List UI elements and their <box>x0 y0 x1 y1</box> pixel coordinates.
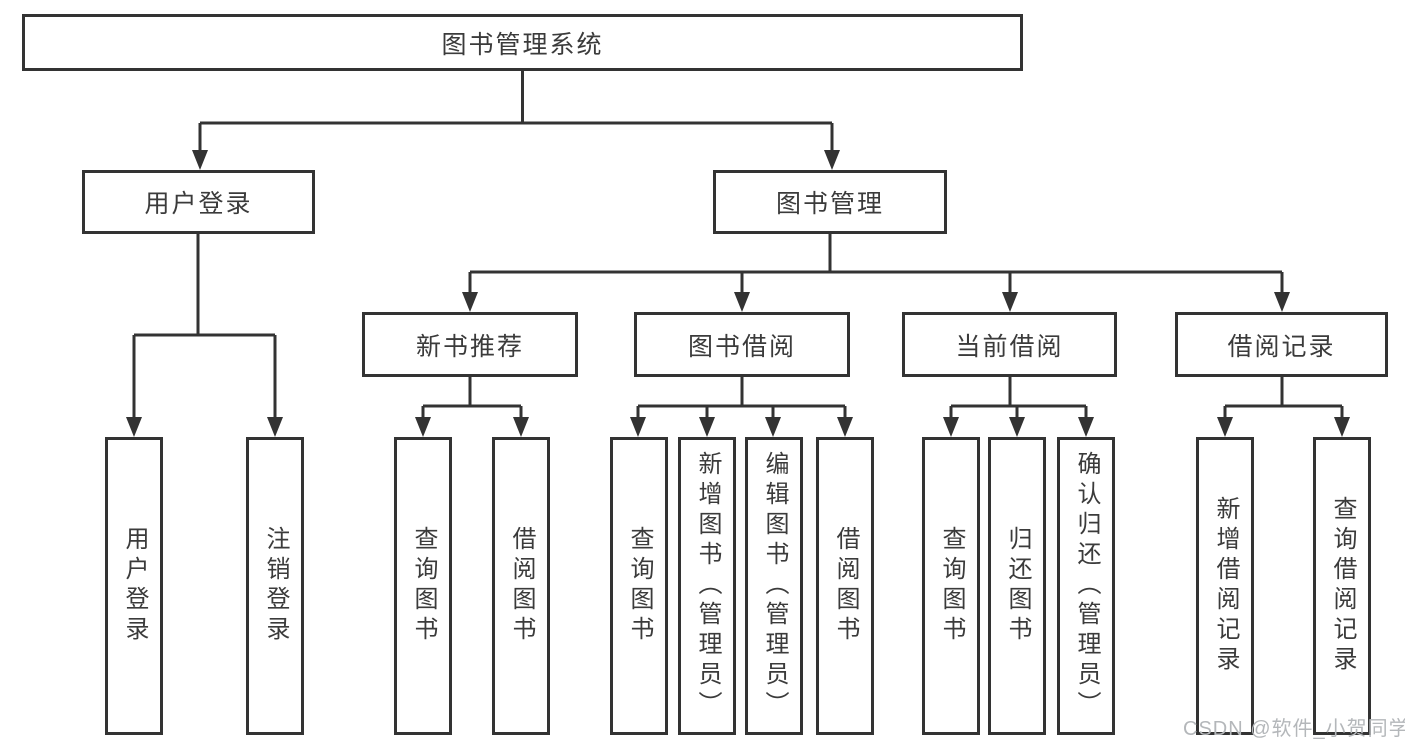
node-borrow-records-label: 借阅记录 <box>1227 332 1336 361</box>
leaf-query-books-borrowing-label: 查询图书 <box>626 526 653 646</box>
leaf-query-borrow-record: 查询借阅记录 <box>1313 437 1371 735</box>
node-user-login: 用户登录 <box>82 170 315 234</box>
leaf-return-books: 归还图书 <box>988 437 1046 735</box>
node-root-system: 图书管理系统 <box>22 14 1023 71</box>
leaf-edit-books-admin-label: 编辑图书（管理员） <box>761 451 788 721</box>
leaf-borrow-books-recommend: 借阅图书 <box>492 437 550 735</box>
leaf-add-borrow-record: 新增借阅记录 <box>1196 437 1254 735</box>
leaf-query-borrow-record-label: 查询借阅记录 <box>1329 496 1356 676</box>
node-current-borrowing-label: 当前借阅 <box>955 332 1064 361</box>
leaf-user-login: 用户登录 <box>105 437 163 735</box>
leaf-logout-label: 注销登录 <box>262 526 289 646</box>
leaf-query-books-current-label: 查询图书 <box>938 526 965 646</box>
leaf-query-books-recommend-label: 查询图书 <box>410 526 437 646</box>
leaf-add-books-admin: 新增图书（管理员） <box>678 437 736 735</box>
leaf-query-books-current: 查询图书 <box>922 437 980 735</box>
node-book-borrowing-label: 图书借阅 <box>687 332 796 361</box>
node-new-book-recommend-label: 新书推荐 <box>415 332 524 361</box>
node-current-borrowing: 当前借阅 <box>902 312 1117 377</box>
leaf-confirm-return-admin: 确认归还（管理员） <box>1057 437 1115 735</box>
leaf-user-login-label: 用户登录 <box>121 526 148 646</box>
node-root-label: 图书管理系统 <box>441 30 604 59</box>
leaf-add-books-admin-label: 新增图书（管理员） <box>694 451 721 721</box>
leaf-query-books-borrowing: 查询图书 <box>610 437 668 735</box>
node-new-book-recommend: 新书推荐 <box>362 312 578 377</box>
node-user-login-label: 用户登录 <box>144 190 253 218</box>
arrowheads <box>126 150 1350 437</box>
leaf-borrow-books-recommend-label: 借阅图书 <box>508 526 535 646</box>
leaf-add-borrow-record-label: 新增借阅记录 <box>1212 496 1239 676</box>
leaf-confirm-return-admin-label: 确认归还（管理员） <box>1073 451 1100 721</box>
leaf-borrow-books: 借阅图书 <box>816 437 874 735</box>
node-borrow-records: 借阅记录 <box>1175 312 1388 377</box>
leaf-logout: 注销登录 <box>246 437 304 735</box>
node-book-management-label: 图书管理 <box>775 190 884 218</box>
leaf-query-books-recommend: 查询图书 <box>394 437 452 735</box>
leaf-edit-books-admin: 编辑图书（管理员） <box>745 437 803 735</box>
node-book-borrowing: 图书借阅 <box>634 312 850 377</box>
node-book-management: 图书管理 <box>713 170 947 234</box>
leaf-borrow-books-label: 借阅图书 <box>832 526 859 646</box>
leaf-return-books-label: 归还图书 <box>1004 526 1031 646</box>
csdn-watermark: CSDN @软件_小贺同学 <box>1183 718 1405 740</box>
